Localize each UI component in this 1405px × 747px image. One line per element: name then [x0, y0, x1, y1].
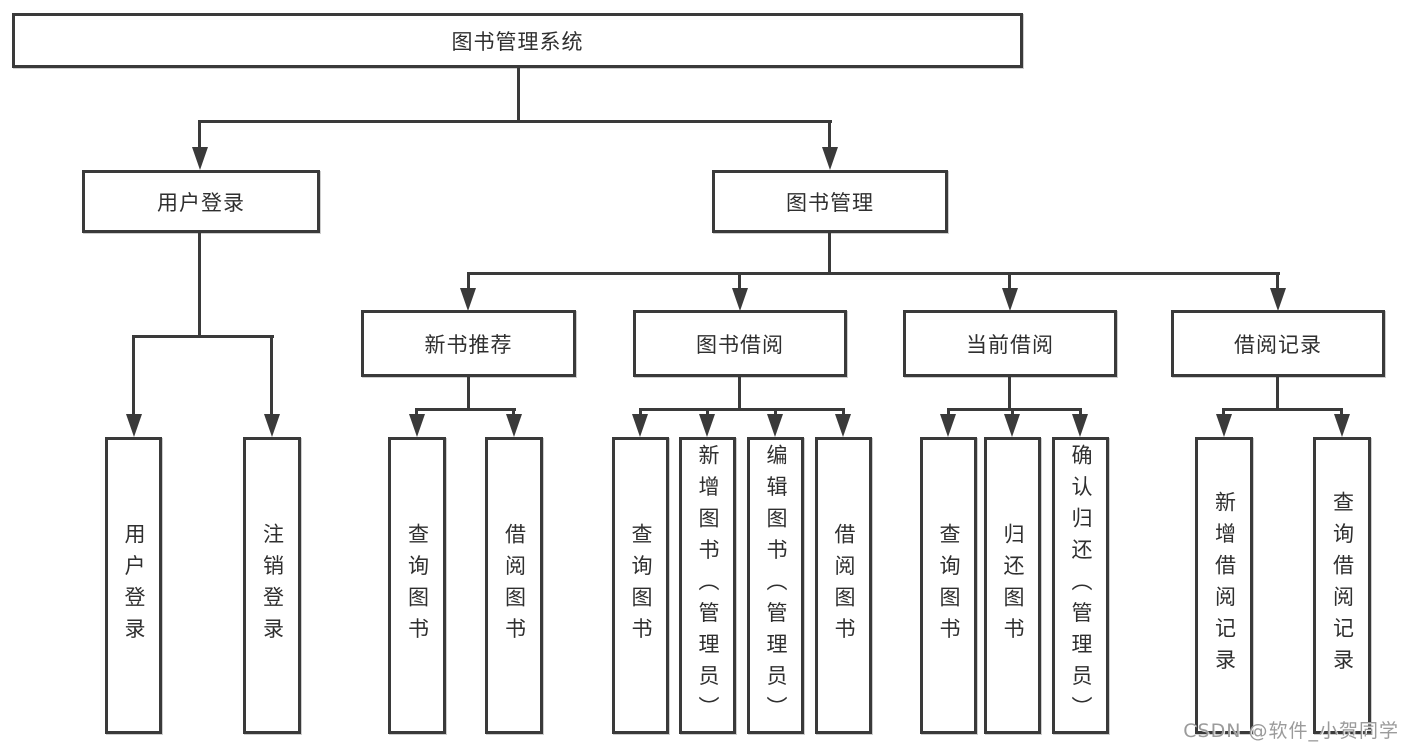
leaf-borrow-books-borrowing: 借阅图书 — [815, 437, 872, 734]
leaf-add-borrow-record: 新增借阅记录 — [1195, 437, 1253, 734]
connector-arrowhead — [1216, 414, 1232, 437]
leaf-query-books-current: 查询图书 — [920, 437, 977, 734]
connector-shaft-leaf-logout — [270, 335, 273, 417]
connector-shaft — [1340, 408, 1343, 418]
connector-arrowhead — [409, 414, 425, 437]
node-label: 归还图书 — [1001, 522, 1025, 649]
connector-current-borrowing-stub — [1008, 377, 1011, 411]
connector-shaft — [1079, 408, 1082, 418]
node-label: 图书借阅 — [696, 332, 784, 357]
node-book-borrowing: 图书借阅 — [633, 310, 847, 377]
node-label: 查询图书 — [405, 522, 430, 649]
arrowhead-current-borrowing — [1002, 288, 1018, 311]
connector-arrowhead — [506, 414, 522, 437]
connector-shaft — [774, 408, 777, 418]
node-label: 查询借阅记录 — [1330, 491, 1355, 680]
node-label: 用户登录 — [122, 522, 146, 649]
connector-shaft-book-management — [828, 120, 831, 150]
arrowhead-leaf-user-login — [126, 414, 142, 437]
leaf-logout: 注销登录 — [243, 437, 301, 734]
connector-arrowhead — [767, 414, 783, 437]
connector-user-login-branch — [132, 335, 274, 338]
connector-root-stub — [517, 67, 520, 123]
node-label: 注销登录 — [260, 522, 285, 649]
node-label: 借阅图书 — [502, 522, 527, 649]
connector-shaft — [947, 408, 950, 418]
arrowhead-new-book — [460, 288, 476, 311]
connector-new-book-stub — [467, 377, 470, 411]
connector-shaft-borrowing-records — [1276, 272, 1279, 290]
connector-borrowing-records-stub — [1276, 377, 1279, 411]
arrowhead-leaf-logout — [264, 414, 280, 437]
node-library-system: 图书管理系统 — [12, 13, 1023, 68]
connector-arrowhead — [1072, 414, 1088, 437]
node-label: 当前借阅 — [966, 332, 1054, 357]
connector-current-borrowing-split — [947, 408, 1082, 411]
node-label: 图书管理 — [786, 190, 874, 215]
arrowhead-book-management — [822, 147, 838, 170]
connector-book-management-branch — [467, 272, 1280, 275]
connector-arrowhead — [699, 414, 715, 437]
node-label: 新增借阅记录 — [1212, 491, 1237, 680]
watermark: CSDN @软件_小贺同学 — [1183, 720, 1399, 742]
leaf-user-login: 用户登录 — [105, 437, 162, 734]
arrowhead-user-login — [192, 147, 208, 170]
node-new-book-recommendation: 新书推荐 — [361, 310, 576, 377]
connector-arrowhead — [632, 414, 648, 437]
node-label: 借阅图书 — [832, 522, 856, 649]
connector-shaft — [1222, 408, 1225, 418]
leaf-add-books-admin: 新增图书（管理员） — [679, 437, 736, 734]
connector-shaft-leaf-user-login — [132, 335, 135, 417]
node-label: 编辑图书（管理员） — [764, 443, 788, 728]
connector-shaft — [512, 408, 515, 418]
node-label: 确认归还（管理员） — [1069, 443, 1093, 728]
node-label: 新书推荐 — [424, 332, 513, 357]
connector-user-login-stub — [198, 233, 201, 338]
connector-book-management-stub — [828, 233, 831, 275]
node-label: 查询图书 — [937, 522, 961, 649]
connector-shaft — [842, 408, 845, 418]
leaf-confirm-return-admin: 确认归还（管理员） — [1052, 437, 1109, 734]
node-label: 借阅记录 — [1234, 332, 1322, 357]
node-label: 图书管理系统 — [451, 29, 584, 54]
connector-arrowhead — [1004, 414, 1020, 437]
connector-shaft-current-borrowing — [1008, 272, 1011, 290]
node-borrowing-records: 借阅记录 — [1171, 310, 1385, 377]
node-label: 查询图书 — [629, 522, 653, 649]
connector-shaft — [1011, 408, 1014, 418]
connector-shaft-new-book — [467, 272, 470, 290]
leaf-query-borrow-record: 查询借阅记录 — [1313, 437, 1371, 734]
node-current-borrowing: 当前借阅 — [903, 310, 1117, 377]
connector-new-book-split — [415, 408, 516, 411]
node-user-login: 用户登录 — [82, 170, 320, 233]
connector-shaft — [415, 408, 418, 418]
connector-borrowing-records-split — [1222, 408, 1343, 411]
arrowhead-book-borrowing — [732, 288, 748, 311]
node-label: 用户登录 — [157, 190, 245, 215]
connector-shaft — [639, 408, 642, 418]
connector-shaft-book-borrowing — [738, 272, 741, 290]
connector-shaft — [706, 408, 709, 418]
arrowhead-borrowing-records — [1270, 288, 1286, 311]
leaf-query-books-recommend: 查询图书 — [388, 437, 446, 734]
leaf-borrow-books-recommend: 借阅图书 — [485, 437, 543, 734]
leaf-return-books: 归还图书 — [984, 437, 1041, 734]
node-label: 新增图书（管理员） — [696, 443, 720, 728]
leaf-query-books-borrowing: 查询图书 — [612, 437, 669, 734]
connector-arrowhead — [835, 414, 851, 437]
connector-root-branch — [198, 120, 832, 123]
connector-shaft-user-login — [198, 120, 201, 150]
connector-arrowhead — [940, 414, 956, 437]
connector-book-borrowing-split — [639, 408, 845, 411]
node-book-management: 图书管理 — [712, 170, 948, 233]
connector-arrowhead — [1334, 414, 1350, 437]
leaf-edit-books-admin: 编辑图书（管理员） — [747, 437, 804, 734]
connector-book-borrowing-stub — [738, 377, 741, 411]
